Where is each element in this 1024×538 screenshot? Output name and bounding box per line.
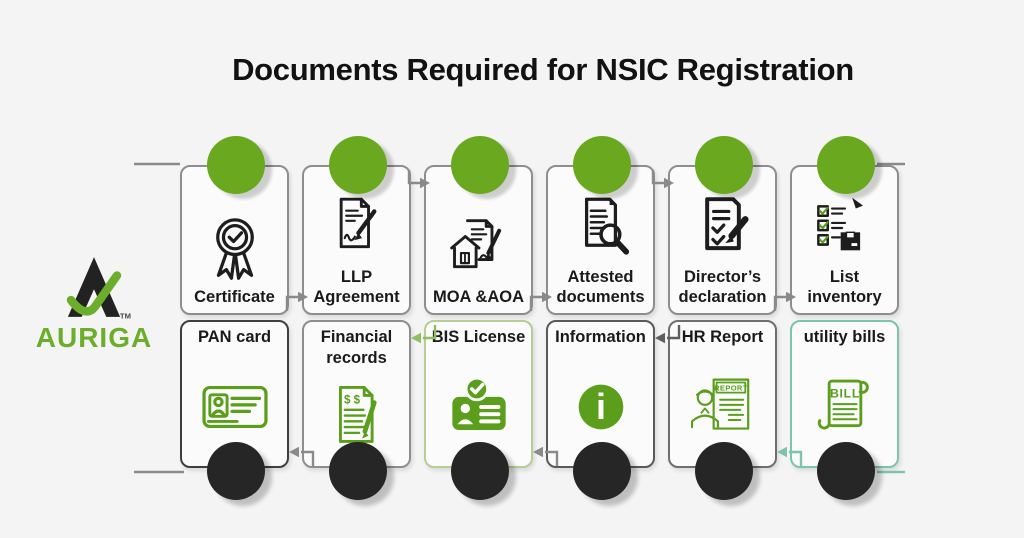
card-hr-report: HR Report REPORT xyxy=(668,320,777,468)
step-dot-green xyxy=(207,136,265,194)
step-dot-green xyxy=(573,136,631,194)
llp-agreement-icon xyxy=(339,197,376,248)
column-director-hr: Director’s declaration HR Report REPORT xyxy=(668,136,781,500)
bis-license-icon xyxy=(451,376,506,430)
pan-card-icon xyxy=(201,385,268,428)
step-dot-black xyxy=(573,442,631,500)
card-label: utility bills xyxy=(803,328,886,346)
step-dot-green xyxy=(695,136,753,194)
report-label-text: REPORT xyxy=(714,383,748,392)
list-inventory-icon xyxy=(816,197,863,251)
trademark-text: TM xyxy=(120,311,131,320)
card-label: MOA &AOA xyxy=(432,288,525,307)
step-dot-green xyxy=(451,136,509,194)
certificate-ribbon-icon xyxy=(215,218,254,281)
card-label: Director’s declaration xyxy=(678,267,767,307)
attested-documents-icon xyxy=(584,197,629,255)
card-label: PAN card xyxy=(197,328,272,346)
financial-records-icon: $ $ xyxy=(338,386,377,444)
card-label: Certificate xyxy=(194,288,275,307)
step-dot-black xyxy=(695,442,753,500)
card-label: HR Report xyxy=(681,328,764,346)
card-financial-records: Financial records $ $ xyxy=(302,320,411,468)
information-icon: i xyxy=(578,384,623,430)
step-dot-black xyxy=(451,442,509,500)
dollar-signs-text: $ $ xyxy=(344,394,361,406)
page-title: Documents Required for NSIC Registration xyxy=(232,52,854,87)
column-certificate-pan: Certificate PAN card xyxy=(180,136,293,500)
column-moa-bis: MOA &AOA BIS License xyxy=(424,136,537,500)
card-label: Financial records xyxy=(320,328,393,367)
card-label: Attested documents xyxy=(556,267,645,307)
card-label: Information xyxy=(555,328,646,346)
bill-label-text: BILL xyxy=(829,386,859,400)
card-llp-agreement: LLP Agreement xyxy=(302,165,411,315)
auriga-logo: TM AURIGA xyxy=(26,254,162,354)
card-label: LLP Agreement xyxy=(313,267,400,307)
column-list-utility: List inventory utility bills BILL xyxy=(790,136,903,500)
column-llp-financial: LLP Agreement Financial records $ $ xyxy=(302,136,415,500)
step-dot-black xyxy=(329,442,387,500)
info-letter-text: i xyxy=(595,386,605,427)
step-dot-green xyxy=(329,136,387,194)
brand-name: AURIGA xyxy=(35,322,153,353)
hr-report-icon: REPORT xyxy=(690,378,749,430)
utility-bills-icon: BILL xyxy=(817,379,869,430)
card-label: BIS License xyxy=(431,328,526,346)
moa-aoa-icon xyxy=(449,219,501,269)
step-dot-green xyxy=(817,136,875,194)
directors-declaration-icon xyxy=(704,196,749,250)
step-dot-black xyxy=(817,442,875,500)
column-attested-information: Attested documents Information i xyxy=(546,136,659,500)
auriga-logo-mark-icon: TM xyxy=(66,257,131,320)
card-utility-bills: utility bills BILL xyxy=(790,320,899,468)
card-directors-declaration: Director’s declaration xyxy=(668,165,777,315)
step-dot-black xyxy=(207,442,265,500)
card-label: List inventory xyxy=(807,267,882,307)
